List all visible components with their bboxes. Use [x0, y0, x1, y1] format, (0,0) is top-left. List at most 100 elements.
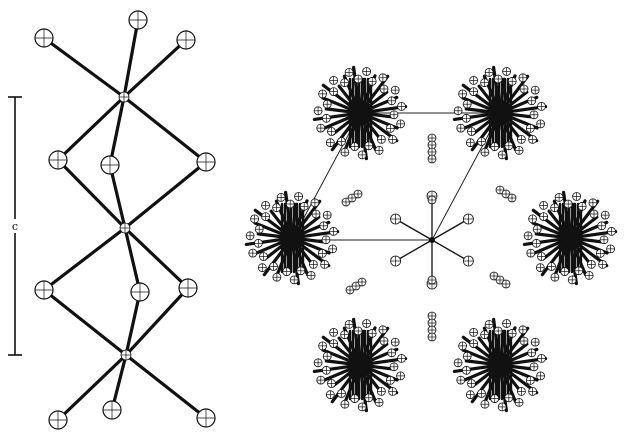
ligand-atom [458, 341, 468, 351]
ligand-atom [480, 147, 490, 157]
ligand-atom [532, 238, 541, 248]
bond [42, 226, 127, 292]
ligand-atom [322, 99, 332, 109]
ligand-atom [329, 339, 339, 349]
ligand-atom [322, 210, 332, 220]
ligand-atom [599, 235, 609, 245]
ligand-atom [597, 221, 607, 231]
ligand-atom [527, 96, 537, 106]
ligand-atom [396, 119, 406, 129]
bond [124, 353, 208, 420]
ligand-atom [329, 76, 339, 85]
ligand-atom [248, 248, 258, 258]
ligand-atom [528, 386, 537, 396]
ligand-atom [317, 248, 327, 258]
ligand-atom [340, 330, 350, 340]
ligand-atom [517, 134, 526, 144]
ligand-atom [489, 271, 499, 281]
solvent-stack [427, 133, 437, 164]
chain-view: c [8, 10, 216, 430]
ligand-atom [327, 379, 336, 388]
ligand-atom [536, 119, 545, 129]
ligand-atom [357, 277, 367, 287]
bond [108, 95, 126, 167]
solvent-stack [345, 277, 367, 295]
ligand-atom [469, 327, 479, 337]
ligand-atom [493, 326, 503, 336]
ligand-atom [269, 262, 278, 271]
ligand-atom [34, 280, 54, 300]
ligand-atom [337, 389, 346, 398]
ligand-atom [376, 134, 386, 144]
ligand-atom [337, 137, 346, 146]
bond [42, 36, 126, 99]
metal-core [283, 229, 301, 247]
ligand-atom [347, 193, 357, 203]
ligand-atom [589, 209, 599, 219]
ligand-atom [501, 279, 511, 289]
ligand-atom [340, 147, 350, 157]
ligand-atom [453, 358, 463, 368]
ligand-atom [469, 76, 479, 85]
ligand-atom [507, 76, 517, 86]
ligand-atom [316, 123, 326, 133]
ligand-atom [340, 78, 350, 88]
ligand-atom [461, 113, 471, 123]
ligand-atom [276, 192, 286, 202]
metal-atom [118, 91, 130, 103]
ligand-atom [467, 379, 476, 388]
ligand-atom [525, 123, 535, 133]
metal-core [491, 356, 509, 374]
ligand-atom [484, 319, 494, 329]
ligand-atom [319, 221, 329, 231]
ligand-atom [100, 155, 120, 175]
bond [56, 158, 127, 230]
ligand-atom [261, 212, 271, 222]
ligand-atom [537, 252, 546, 261]
metal-atom [119, 222, 131, 234]
ligand-atom [462, 213, 474, 225]
ligand-atom [321, 113, 331, 123]
ligand-atom [367, 328, 377, 338]
ligand-atom [525, 375, 535, 385]
metal-core [351, 356, 369, 374]
ligand-atom [294, 192, 304, 201]
molecule-cluster [312, 317, 408, 413]
ligand-atom [340, 399, 350, 409]
metal-atom [120, 349, 132, 361]
ligand-atom [316, 375, 326, 385]
ligand-atom [390, 337, 400, 347]
ligand-atom [272, 203, 282, 213]
ligand-atom [584, 270, 594, 280]
ligand-atom [178, 278, 198, 298]
ligand-atom [490, 142, 500, 152]
ligand-atom [318, 89, 328, 99]
ligand-atom [344, 319, 354, 329]
bond [395, 218, 433, 241]
molecule-cluster [452, 65, 548, 161]
ligand-atom [128, 10, 148, 30]
ligand-atom [519, 336, 529, 346]
ligand-atom [390, 213, 402, 225]
ligand-atom [502, 319, 512, 328]
ligand-atom [529, 362, 539, 372]
solvent-stack [427, 275, 437, 285]
ligand-atom [388, 134, 398, 144]
bond [108, 163, 127, 230]
ligand-atom [327, 127, 336, 136]
ligand-atom [374, 397, 384, 407]
ligand-atom [480, 78, 490, 88]
ligand-atom [550, 203, 559, 213]
ligand-atom [374, 145, 384, 155]
ligand-atom [469, 339, 479, 349]
ligand-atom [390, 85, 400, 95]
ligand-atom [364, 141, 374, 151]
ligand-atom [385, 375, 395, 385]
ligand-atom [306, 270, 316, 280]
ligand-atom [517, 386, 526, 396]
ligand-atom [299, 201, 309, 211]
ligand-atom [550, 272, 560, 282]
ligand-atom [285, 199, 295, 209]
ligand-atom [48, 150, 68, 170]
